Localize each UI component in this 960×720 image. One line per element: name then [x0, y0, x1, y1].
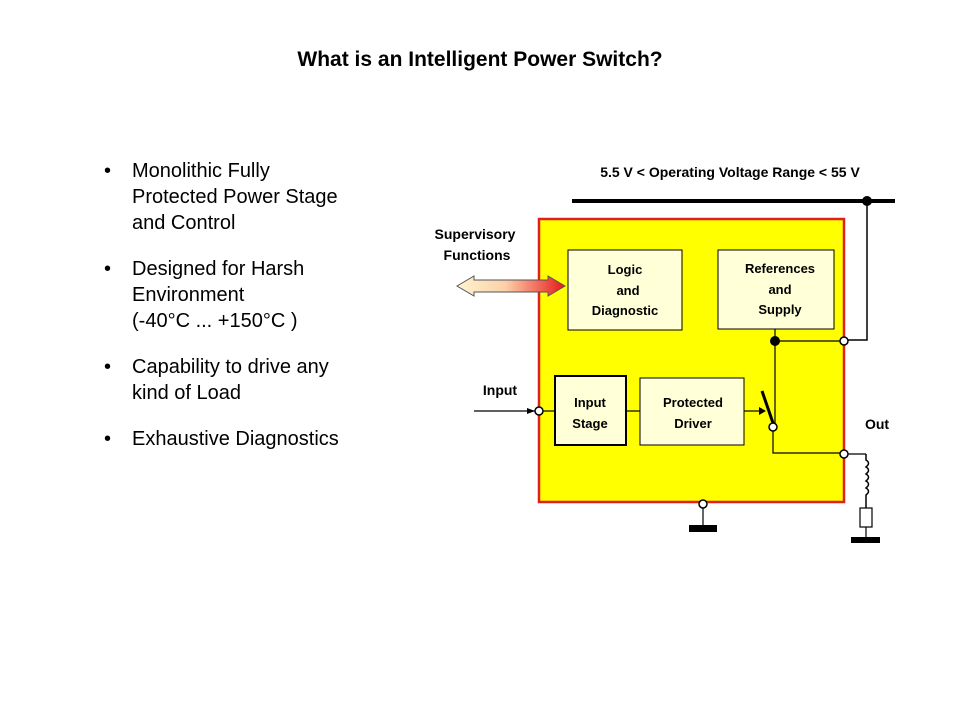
out-pin	[839, 449, 849, 459]
input-arrow-icon	[527, 408, 535, 414]
bullet-text: Exhaustive Diagnostics	[132, 428, 339, 450]
protected-driver-block	[639, 377, 745, 446]
supervisory-label-line1: Supervisory	[435, 226, 516, 242]
logic-block-label: and	[616, 283, 639, 298]
bullet-item: • Monolithic Fully Protected Power Stage…	[104, 158, 404, 236]
slide-title: What is an Intelligent Power Switch?	[297, 48, 663, 71]
gnd-pin	[698, 499, 708, 509]
switch-contact	[768, 422, 778, 432]
out-label: Out	[865, 416, 889, 432]
load-ground-icon	[851, 537, 880, 543]
references-block-label: References	[745, 261, 815, 276]
logic-block-label: Diagnostic	[592, 303, 658, 318]
bullet-dot: •	[104, 258, 112, 280]
bullet-text: Monolithic Fully	[132, 160, 270, 182]
references-block-label: and	[768, 282, 791, 297]
references-supply-block	[717, 249, 835, 330]
chip-ground-icon	[689, 525, 717, 532]
voltage-range-label: 5.5 V < Operating Voltage Range < 55 V	[600, 164, 860, 180]
input-stage-label: Stage	[572, 416, 607, 431]
bullet-dot: •	[104, 160, 112, 182]
bullet-text: Designed for Harsh	[132, 258, 305, 280]
input-stage-label: Input	[574, 395, 606, 410]
bullet-list: • Monolithic Fully Protected Power Stage…	[104, 158, 404, 472]
bullet-dot: •	[104, 356, 112, 378]
resistor-icon	[859, 507, 873, 528]
protected-driver-label: Protected	[663, 395, 723, 410]
bullet-item: • Exhaustive Diagnostics	[104, 426, 404, 452]
bullet-text: kind of Load	[132, 382, 241, 404]
bullet-item: • Capability to drive any kind of Load	[104, 354, 404, 406]
bullet-text: Protected Power Stage	[132, 186, 338, 208]
input-pin	[534, 406, 544, 416]
bullet-dot: •	[104, 428, 112, 450]
input-label: Input	[483, 382, 518, 398]
bullet-text: Capability to drive any	[132, 356, 329, 378]
supply-wire	[844, 201, 868, 341]
bullet-text: and Control	[132, 212, 236, 234]
input-stage-block	[554, 375, 627, 446]
bullet-item: • Designed for Harsh Environment (-40°C …	[104, 256, 404, 334]
bullet-text: Environment	[132, 284, 245, 306]
supervisory-label-line2: Functions	[444, 247, 511, 263]
power-switch-icon	[760, 390, 775, 424]
bidirectional-arrow-icon	[456, 275, 566, 297]
internal-junction-dot	[770, 336, 780, 346]
vs-pin	[839, 336, 849, 346]
driver-arrow-icon	[759, 407, 766, 415]
logic-diagnostic-block	[567, 249, 683, 331]
logic-block-label: Logic	[608, 262, 643, 277]
output-wire	[772, 431, 840, 454]
inductor-icon	[864, 454, 870, 508]
protected-driver-label: Driver	[674, 416, 712, 431]
references-block-label: Supply	[758, 302, 802, 317]
bullet-text: (-40°C ... +150°C )	[132, 310, 298, 332]
